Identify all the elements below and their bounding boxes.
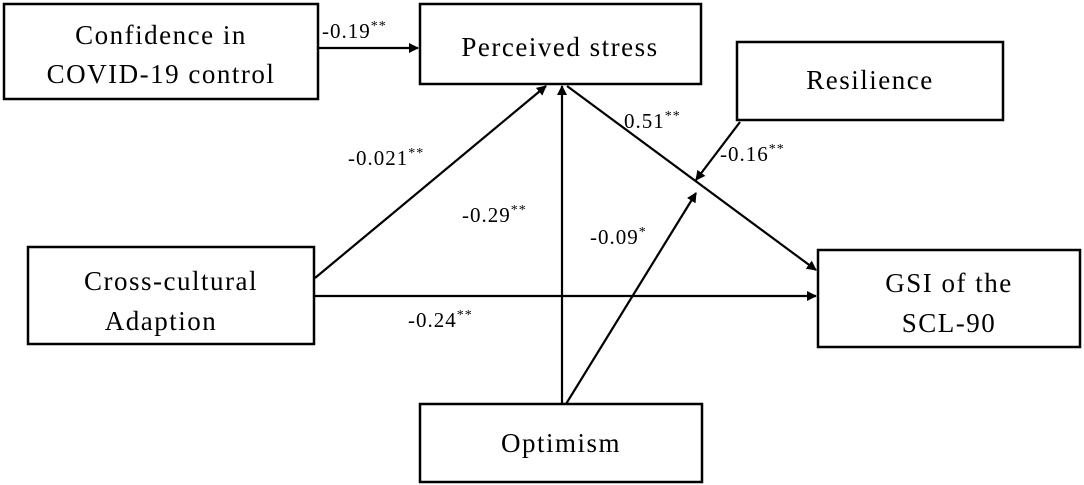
- edge-cross-to-stress: [314, 85, 547, 279]
- coef-optimism-to-stress-value: -0.29: [462, 203, 511, 227]
- coef-cross-to-gsi: -0.24**: [408, 308, 473, 332]
- coef-resilience-moderation: -0.16**: [720, 142, 785, 166]
- edge-optimism-moderation: [565, 192, 697, 405]
- gsi-label-line2: SCL-90: [902, 308, 997, 338]
- cross-cultural-label-line2: Adaption: [105, 306, 218, 336]
- coef-confidence-to-stress-sig: **: [371, 19, 387, 34]
- coef-stress-to-gsi-value: 0.51: [624, 109, 665, 133]
- coef-resilience-moderation-value: -0.16: [720, 142, 769, 166]
- edge-stress-to-gsi: [566, 85, 817, 271]
- node-cross-cultural: Cross-cultural Adaption: [26, 245, 316, 346]
- resilience-label: Resilience: [806, 65, 933, 95]
- node-confidence: Confidence in COVID-19 control: [2, 2, 320, 101]
- coef-cross-to-stress-sig: **: [408, 146, 424, 161]
- coef-cross-to-stress-value: -0.021: [348, 146, 408, 170]
- confidence-label-line2: COVID-19 control: [47, 59, 276, 89]
- coef-stress-to-gsi: 0.51**: [624, 109, 681, 133]
- stress-label: Perceived stress: [461, 32, 658, 62]
- node-gsi: GSI of the SCL-90: [816, 248, 1082, 349]
- coef-optimism-moderation: -0.09*: [590, 225, 647, 249]
- node-optimism: Optimism: [418, 402, 704, 484]
- coef-optimism-to-stress: -0.29**: [462, 203, 527, 227]
- node-perceived-stress: Perceived stress: [418, 2, 703, 86]
- coef-optimism-moderation-sig: *: [639, 225, 647, 240]
- edge-resilience-moderation: [695, 121, 741, 181]
- coef-cross-to-gsi-value: -0.24: [408, 308, 457, 332]
- coef-resilience-moderation-sig: **: [769, 142, 785, 157]
- coef-cross-to-stress: -0.021**: [348, 146, 424, 170]
- optimism-label: Optimism: [501, 428, 621, 458]
- coef-confidence-to-stress: -0.19**: [322, 19, 387, 43]
- coef-confidence-to-stress-value: -0.19: [322, 19, 371, 43]
- coef-stress-to-gsi-sig: **: [665, 109, 681, 124]
- coef-optimism-moderation-value: -0.09: [590, 225, 639, 249]
- cross-cultural-label-line1: Cross-cultural: [84, 266, 258, 296]
- gsi-label-line1: GSI of the: [885, 268, 1012, 298]
- coef-cross-to-gsi-sig: **: [457, 308, 473, 323]
- node-resilience: Resilience: [735, 40, 1005, 122]
- confidence-label-line1: Confidence in: [75, 20, 247, 50]
- coef-optimism-to-stress-sig: **: [511, 203, 527, 218]
